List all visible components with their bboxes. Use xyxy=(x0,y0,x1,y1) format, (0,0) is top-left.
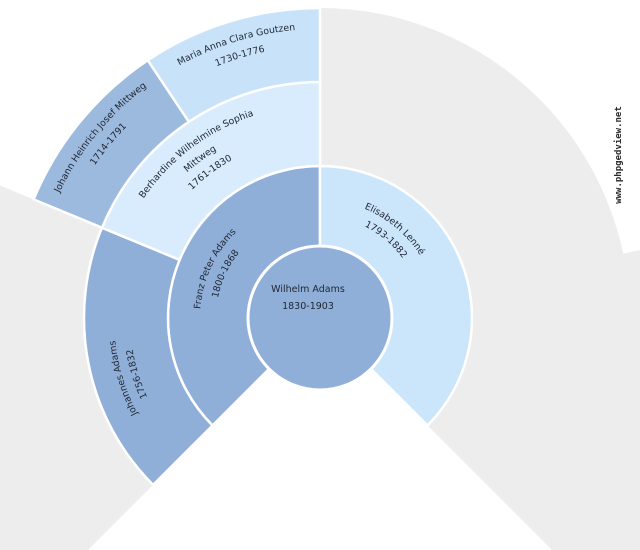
unknown-ancestor-sector xyxy=(320,8,630,318)
watermark: www.phpgedview.net xyxy=(613,106,624,204)
center-person-label: 1830-1903 xyxy=(282,301,334,312)
center-person-sector[interactable] xyxy=(246,244,394,392)
unknown-ancestor-sector xyxy=(0,185,154,550)
unknown-ancestor-sector xyxy=(427,249,640,550)
person-sector-maria-anna-clara-goutzen[interactable] xyxy=(146,6,322,124)
center-person-label: Wilhelm Adams xyxy=(271,284,345,295)
